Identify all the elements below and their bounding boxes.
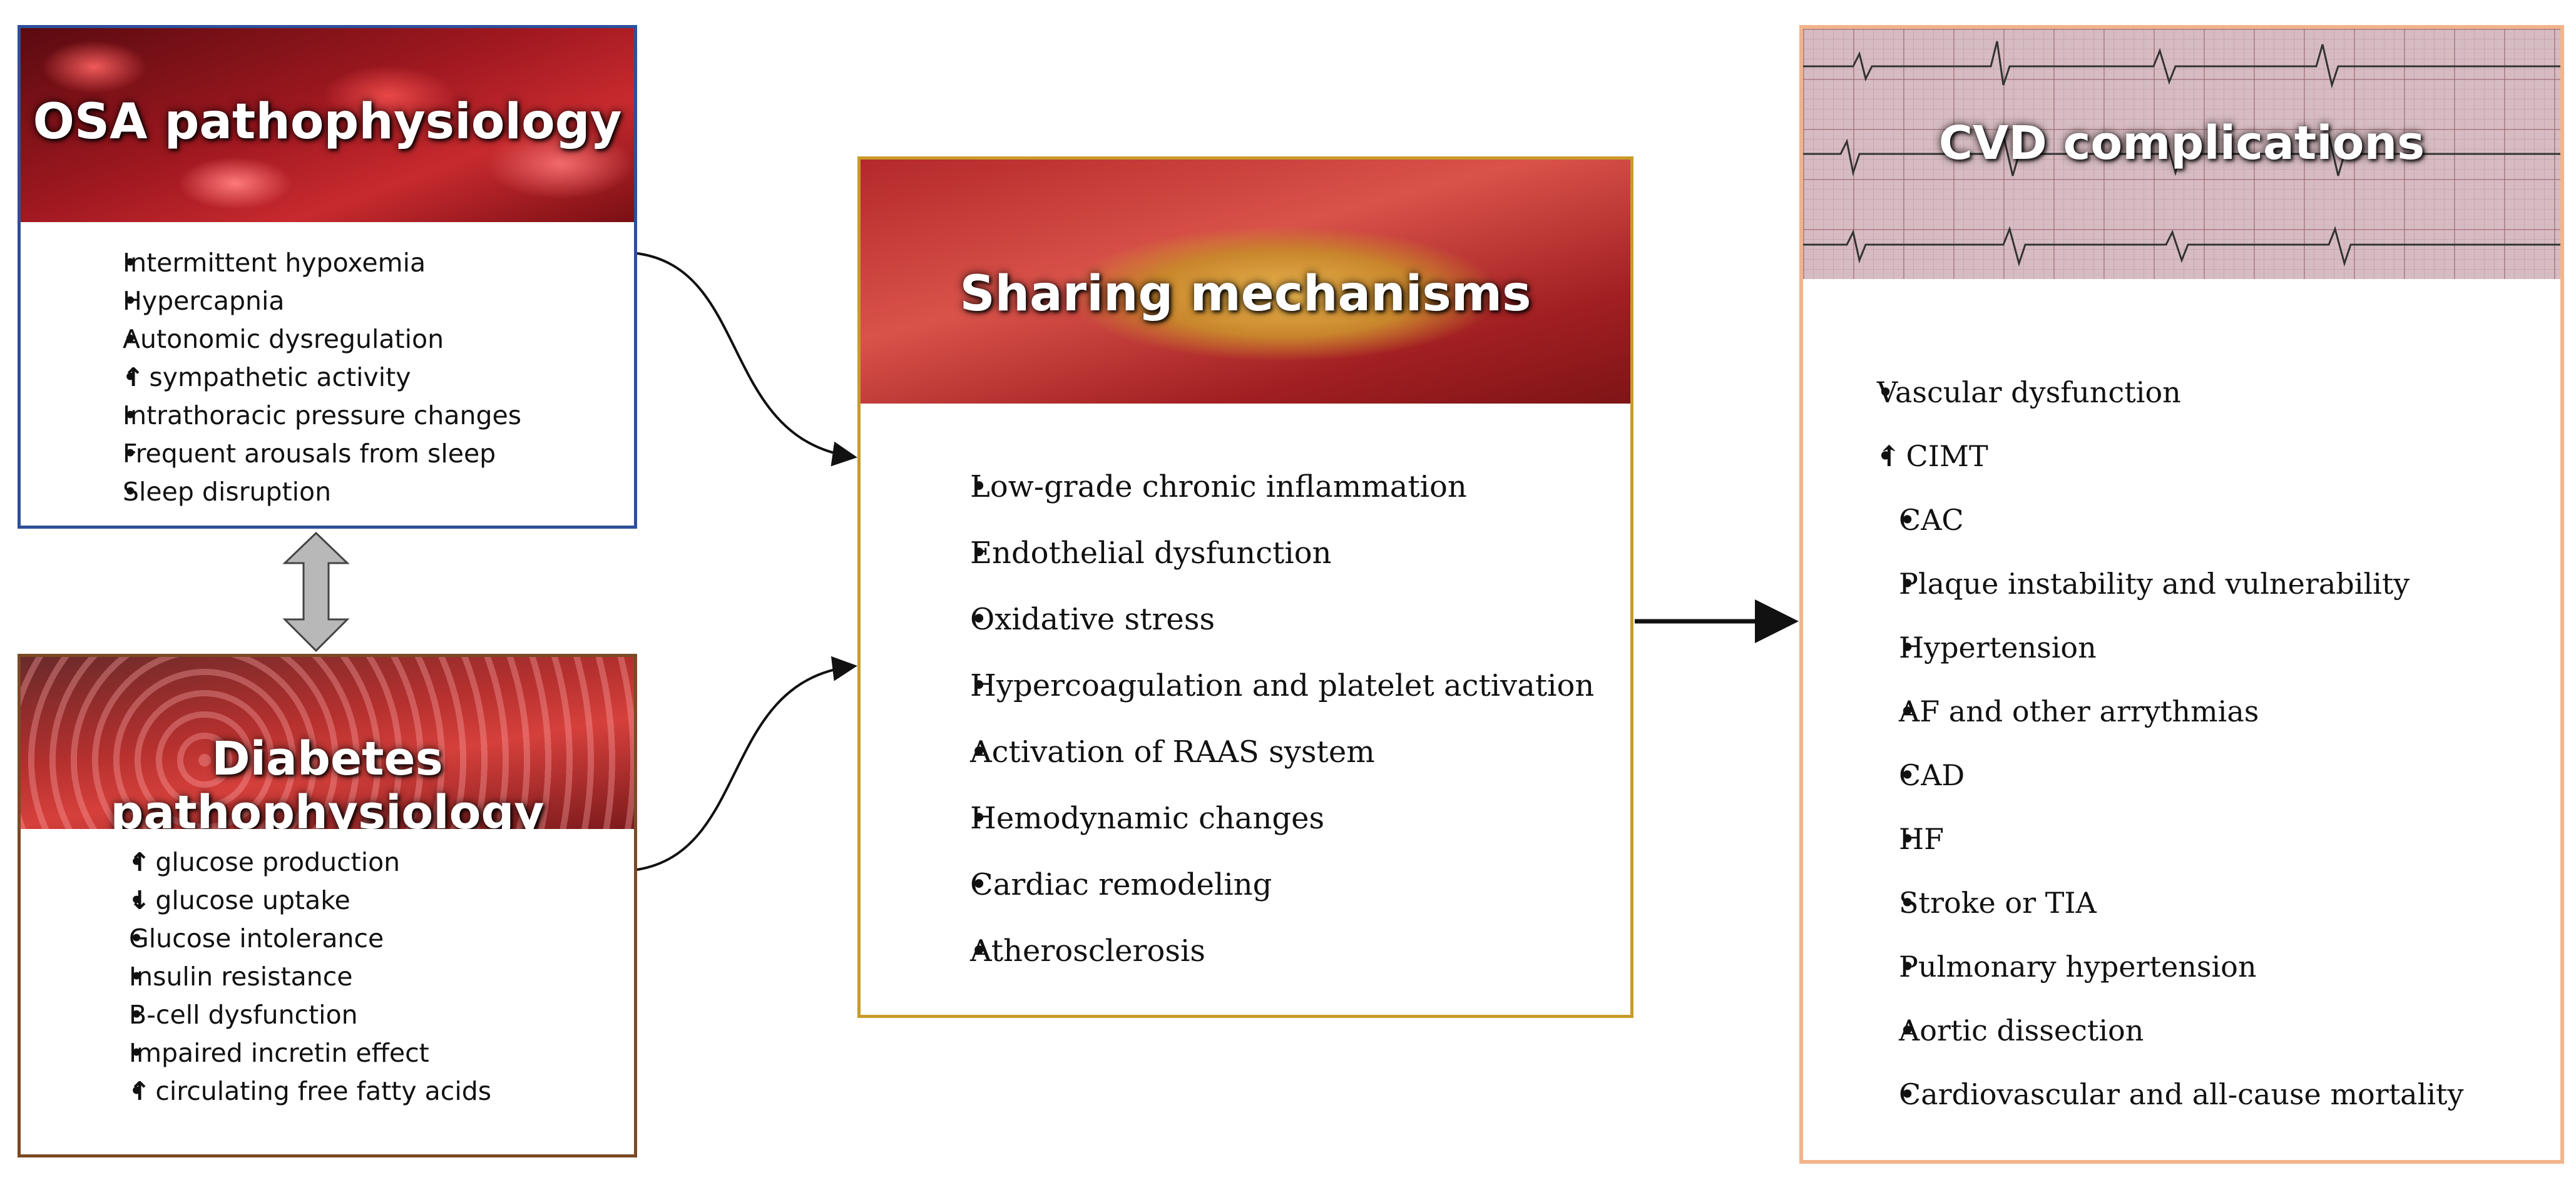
list-item: ↓glucose uptake <box>55 882 491 920</box>
list-item: ↑glucose production <box>55 843 491 882</box>
list-item-text: AF and other arrythmias <box>1899 694 2259 728</box>
list-item: Autonomic dysregulation <box>55 320 521 359</box>
sharing-title: Sharing mechanisms <box>959 266 1531 322</box>
osa-pathophysiology-box: OSA pathophysiology Intermittent hypoxem… <box>18 25 637 529</box>
list-item-text: circulating free fatty acids <box>155 1076 492 1106</box>
sharing-mechanisms-box: Sharing mechanisms Low-grade chronic inf… <box>857 156 1633 1018</box>
diabetes-to-sharing-arrow <box>636 656 857 871</box>
list-item-text: glucose uptake <box>155 885 350 915</box>
list-item: Frequent arousals from sleep <box>55 435 521 473</box>
diabetes-list: ↑glucose production↓glucose uptakeGlucos… <box>55 843 491 1111</box>
list-item: ↑sympathetic activity <box>55 359 521 397</box>
list-item-text: glucose production <box>155 847 401 877</box>
osa-list: Intermittent hypoxemiaHypercapniaAutonom… <box>55 244 521 511</box>
list-item-text: Cardiovascular and all-cause mortality <box>1899 1077 2464 1111</box>
list-item-text: Autonomic dysregulation <box>123 324 444 354</box>
osa-diabetes-double-arrow <box>282 531 350 653</box>
list-item-text: Oxidative stress <box>970 602 1215 637</box>
sharing-list: Low-grade chronic inflammationEndothelia… <box>904 454 1594 984</box>
list-item-text: B-cell dysfunction <box>129 1000 358 1030</box>
list-item-text: Plaque instability and vulnerability <box>1899 567 2410 601</box>
osa-banner-image: OSA pathophysiology <box>21 28 634 222</box>
list-item: ↑circulating free fatty acids <box>55 1072 491 1111</box>
list-item-text: Frequent arousals from sleep <box>123 439 496 469</box>
diabetes-pathophysiology-box: Diabetes pathophysiology ↑glucose produc… <box>18 654 637 1157</box>
list-item-text: sympathetic activity <box>149 362 411 392</box>
list-item: Sleep disruption <box>55 473 521 511</box>
list-item-text: Aortic dissection <box>1899 1014 2144 1047</box>
list-item: ↑CIMT <box>1839 424 2464 488</box>
list-item-text: Hemodynamic changes <box>970 801 1325 836</box>
list-item-text: Intrathoracic pressure changes <box>123 400 522 430</box>
list-item: Stroke or TIA <box>1839 871 2464 935</box>
cvd-title: CVD complications <box>1938 116 2425 170</box>
list-item: Hemodynamic changes <box>904 785 1594 852</box>
diabetes-banner-image: Diabetes pathophysiology <box>21 657 634 829</box>
list-item-text: Glucose intolerance <box>129 923 384 954</box>
cvd-banner-ecg: CVD complications <box>1803 29 2560 279</box>
list-item: Plaque instability and vulnerability <box>1839 552 2464 616</box>
list-item: Low-grade chronic inflammation <box>904 454 1594 520</box>
list-item-text: Hypercapnia <box>123 286 285 316</box>
list-item: Atherosclerosis <box>904 918 1594 984</box>
list-item-text: CIMT <box>1906 439 1988 473</box>
list-item: Vascular dysfunction <box>1839 360 2464 424</box>
list-item-text: Hypertension <box>1899 631 2097 664</box>
list-item: AF and other arrythmias <box>1839 679 2464 743</box>
ecg-trace <box>1803 41 2560 267</box>
list-item: HF <box>1839 807 2464 871</box>
list-item: Aortic dissection <box>1839 999 2464 1062</box>
list-item-text: Cardiac remodeling <box>970 867 1272 902</box>
diabetes-title: Diabetes pathophysiology <box>110 732 544 829</box>
list-item: Hypercapnia <box>55 282 521 320</box>
list-item-text: Low-grade chronic inflammation <box>970 469 1467 504</box>
list-item: CAD <box>1839 743 2464 807</box>
list-item-text: Atherosclerosis <box>970 933 1206 969</box>
list-item-text: Activation of RAAS system <box>970 735 1375 770</box>
osa-title: OSA pathophysiology <box>33 94 622 150</box>
list-item-text: Stroke or TIA <box>1899 886 2097 920</box>
list-item: CAC <box>1839 488 2464 552</box>
list-item-text: Sleep disruption <box>123 477 332 507</box>
list-item: Pulmonary hypertension <box>1839 935 2464 999</box>
list-item: Impaired incretin effect <box>55 1034 491 1072</box>
list-item: Cardiac remodeling <box>904 852 1594 918</box>
list-item-text: Insulin resistance <box>129 962 353 992</box>
list-item: Glucose intolerance <box>55 920 491 958</box>
list-item: Hypercoagulation and platelet activation <box>904 653 1594 719</box>
list-item: Intermittent hypoxemia <box>55 244 521 282</box>
list-item: Hypertension <box>1839 616 2464 679</box>
list-item: Insulin resistance <box>55 958 491 996</box>
list-item-text: Intermittent hypoxemia <box>123 248 426 278</box>
list-item: Endothelial dysfunction <box>904 520 1594 586</box>
cvd-list: Vascular dysfunction ↑CIMTCAC Plaque insta… <box>1839 360 2464 1126</box>
list-item-text: Vascular dysfunction <box>1877 375 2181 409</box>
cvd-complications-box: CVD complications Vascular dysfunction ↑C… <box>1799 25 2564 1164</box>
list-item: Cardiovascular and all-cause mortality <box>1839 1062 2464 1126</box>
osa-to-sharing-arrow <box>636 252 857 467</box>
list-item: Activation of RAAS system <box>904 719 1594 785</box>
list-item-text: Pulmonary hypertension <box>1899 950 2257 984</box>
sharing-banner-image: Sharing mechanisms <box>861 160 1630 404</box>
list-item-text: Endothelial dysfunction <box>970 536 1332 571</box>
list-item: Intrathoracic pressure changes <box>55 397 521 435</box>
list-item: Oxidative stress <box>904 586 1594 653</box>
list-item: B-cell dysfunction <box>55 996 491 1034</box>
list-item-text: Impaired incretin effect <box>129 1038 429 1068</box>
list-item-text: Hypercoagulation and platelet activation <box>970 668 1595 703</box>
